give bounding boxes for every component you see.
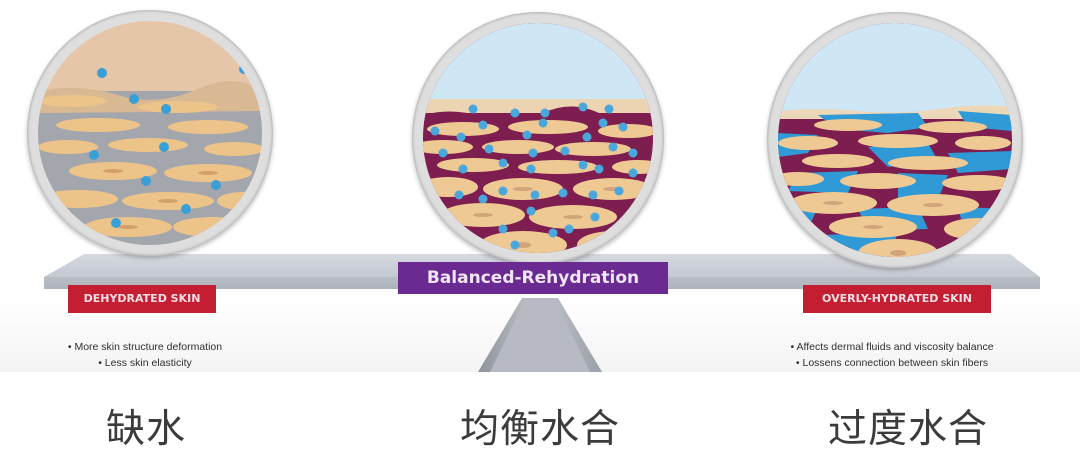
dehydrated-skin-cross-section [38,21,262,245]
caption-dehydrated: 缺水 [106,407,187,452]
note-line: • More skin structure deformation [67,341,223,353]
balanced-skin-cross-section [423,23,653,253]
water-dots [430,102,638,250]
balance-scale-illustration: DEHYDRATED SKIN Balanced-Rehydration OVE… [0,0,1080,372]
balanced-rehydration-tag: Balanced-Rehydration [398,262,668,294]
seesaw-plank [44,254,1040,372]
caption-overly-hydrated: 过度水合 [828,407,989,452]
dehydrated-skin-tag: DEHYDRATED SKIN [68,285,216,313]
note-line: • Lossens connection between skin fibers [795,357,989,369]
balanced-skin-lens [412,12,664,264]
dehydrated-notes: • More skin structure deformation • Less… [30,339,260,371]
note-line: • Less skin elasticity [98,357,192,369]
overly-hydrated-skin-lens [767,12,1023,268]
caption-balanced: 均衡水合 [460,407,621,452]
overly-hydrated-skin-cross-section [778,23,1012,257]
overly-hydrated-skin-tag: OVERLY-HYDRATED SKIN [803,285,991,313]
overly-hydrated-notes: • Affects dermal fluids and viscosity ba… [752,339,1032,371]
note-line: • Affects dermal fluids and viscosity ba… [790,341,994,353]
dehydrated-skin-lens [27,10,273,256]
